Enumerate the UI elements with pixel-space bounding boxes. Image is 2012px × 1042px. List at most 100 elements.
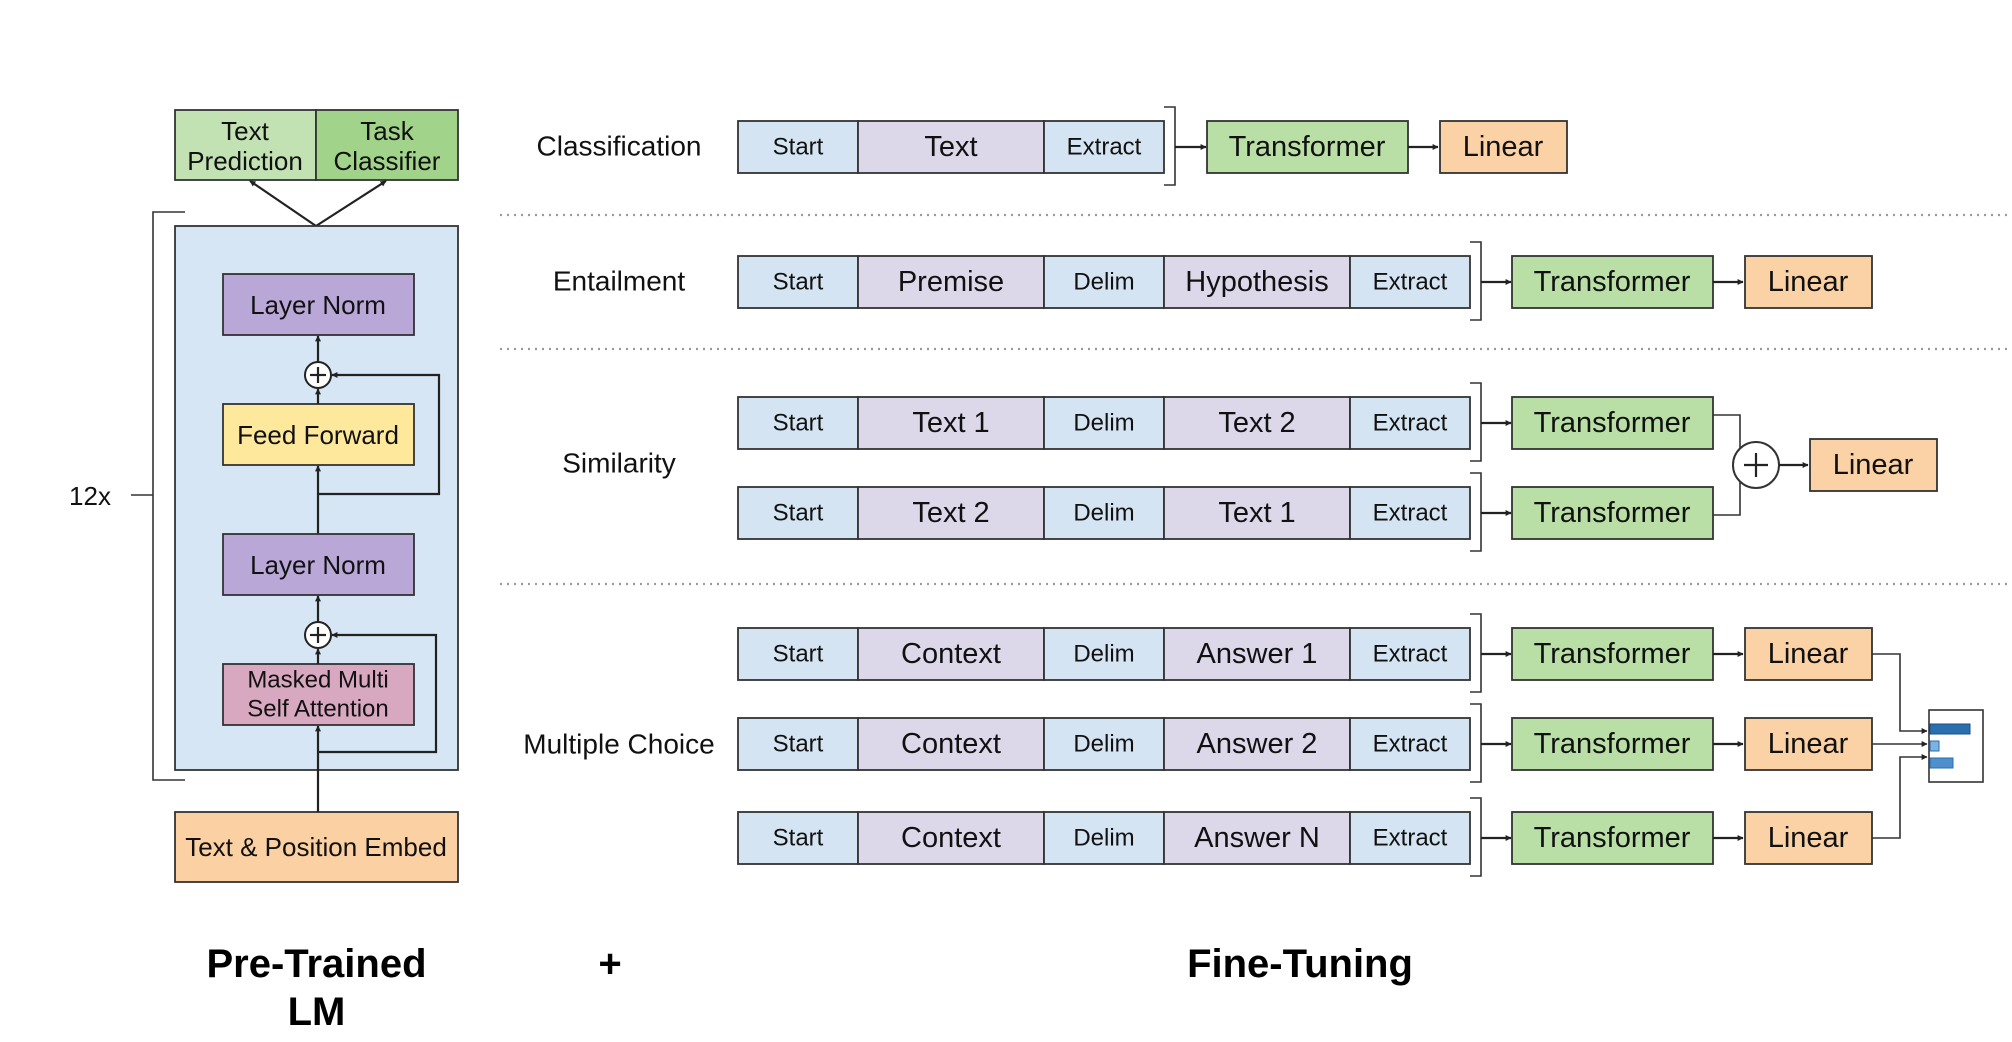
token-delim-label: Delim — [1073, 269, 1134, 296]
token-start-label: Start — [773, 269, 824, 296]
multiple-choice-row-1: Start Context Delim Answer 1 Extract Tra… — [737, 613, 1873, 693]
similarity-row-1: Start Text 1 Delim Text 2 Extract Transf… — [737, 382, 1714, 462]
token-extract — [1349, 811, 1471, 865]
pretrained-caption-line-2: LM — [287, 990, 346, 1034]
token-extract — [1349, 486, 1471, 540]
token-start-label: Start — [773, 134, 824, 161]
token-premise — [857, 255, 1045, 309]
bracket — [1164, 106, 1176, 186]
token-hypothesis — [1163, 255, 1351, 309]
token-text2-label: Text 2 — [1218, 407, 1295, 439]
repeat-bracket — [152, 211, 185, 781]
transformer-label: Transformer — [1534, 638, 1691, 670]
linear-label: Linear — [1768, 638, 1849, 670]
token-start — [737, 486, 859, 540]
token-extract — [1043, 120, 1165, 174]
repeat-label: 12x — [69, 481, 111, 511]
token-context — [857, 627, 1045, 681]
pretrained-caption: Pre-Trained LM — [175, 940, 458, 1036]
token-hypothesis-label: Hypothesis — [1185, 266, 1328, 298]
bracket — [1470, 797, 1482, 877]
transformer-label: Transformer — [1534, 266, 1691, 298]
token-start — [737, 811, 859, 865]
finetuning-caption: Fine-Tuning — [1187, 942, 1413, 986]
linear-block — [1744, 811, 1873, 865]
plus-sign: + — [598, 942, 622, 986]
token-extract-label: Extract — [1373, 500, 1448, 527]
token-extract-label: Extract — [1373, 731, 1448, 758]
token-delim-label: Delim — [1073, 641, 1134, 668]
token-extract — [1349, 717, 1471, 771]
transformer-block — [1511, 486, 1714, 540]
token-text-label: Text — [924, 131, 977, 163]
token-extract — [1349, 627, 1471, 681]
token-context-label: Context — [901, 822, 1001, 854]
token-text — [857, 120, 1045, 174]
linear-label: Linear — [1768, 822, 1849, 854]
pretrained-caption-line-1: Pre-Trained — [206, 942, 427, 986]
token-context — [857, 811, 1045, 865]
text-position-embed — [174, 811, 459, 883]
entailment-row: Start Premise Delim Hypothesis Extract T… — [737, 241, 1873, 321]
token-answer-1-label: Answer 1 — [1197, 638, 1318, 670]
transformer-label: Transformer — [1229, 131, 1386, 163]
arrow-to-task-classifier — [315, 180, 387, 227]
transformer-block — [1511, 627, 1714, 681]
token-start-label: Start — [773, 410, 824, 437]
token-delim — [1043, 486, 1165, 540]
token-start — [737, 396, 859, 450]
text-prediction-label-2: Prediction — [187, 146, 303, 176]
token-start-label: Start — [773, 731, 824, 758]
residual-path-bottom — [318, 632, 438, 754]
multiple-choice-row-2: Start Context Delim Answer 2 Extract Tra… — [737, 703, 1873, 783]
task-classifier-head — [315, 109, 459, 181]
linear-label: Linear — [1463, 131, 1544, 163]
token-text2 — [857, 486, 1045, 540]
token-extract-label: Extract — [1373, 269, 1448, 296]
token-answer-2-label: Answer 2 — [1197, 728, 1318, 760]
token-text1 — [857, 396, 1045, 450]
token-delim-label: Delim — [1073, 825, 1134, 852]
token-text1-label: Text 1 — [912, 407, 989, 439]
transformer-label: Transformer — [1534, 822, 1691, 854]
token-extract — [1349, 396, 1471, 450]
task-classifier-label-1: Task — [360, 116, 414, 146]
task-similarity-label: Similarity — [562, 448, 676, 479]
bracket — [1470, 703, 1482, 783]
layer-norm-bottom — [222, 533, 415, 596]
multiple-choice-row-n: Start Context Delim Answer N Extract Tra… — [737, 797, 1873, 877]
residual-path-top — [318, 372, 441, 496]
linear-block — [1809, 438, 1938, 492]
token-start — [737, 717, 859, 771]
feed-forward-block — [222, 403, 415, 466]
token-delim — [1043, 396, 1165, 450]
linear-block — [1744, 255, 1873, 309]
token-delim — [1043, 255, 1165, 309]
token-delim-label: Delim — [1073, 410, 1134, 437]
transformer-label: Transformer — [1534, 728, 1691, 760]
arrow-to-text-prediction — [249, 180, 317, 227]
bracket — [1470, 382, 1482, 462]
task-classifier-label-2: Classifier — [334, 146, 441, 176]
linear-block — [1744, 627, 1873, 681]
text-prediction-label-1: Text — [221, 116, 269, 146]
linear-block — [1439, 120, 1568, 174]
token-delim — [1043, 627, 1165, 681]
transformer-label: Transformer — [1534, 497, 1691, 529]
transformer-block — [1206, 120, 1409, 174]
transformer-block — [1511, 255, 1714, 309]
token-answer-n-label: Answer N — [1194, 822, 1320, 854]
token-answer-1 — [1163, 627, 1351, 681]
token-context — [857, 717, 1045, 771]
transformer-block — [1511, 717, 1714, 771]
fine-tuning-panel: Classification Entailment Similarity Mul… — [500, 106, 2008, 877]
layer-norm-top — [222, 273, 415, 336]
transformer-block — [1511, 811, 1714, 865]
token-start — [737, 255, 859, 309]
text-prediction-head — [174, 109, 317, 181]
token-answer-n — [1163, 811, 1351, 865]
token-extract — [1349, 255, 1471, 309]
linear-label: Linear — [1768, 266, 1849, 298]
linear-label: Linear — [1833, 449, 1914, 481]
